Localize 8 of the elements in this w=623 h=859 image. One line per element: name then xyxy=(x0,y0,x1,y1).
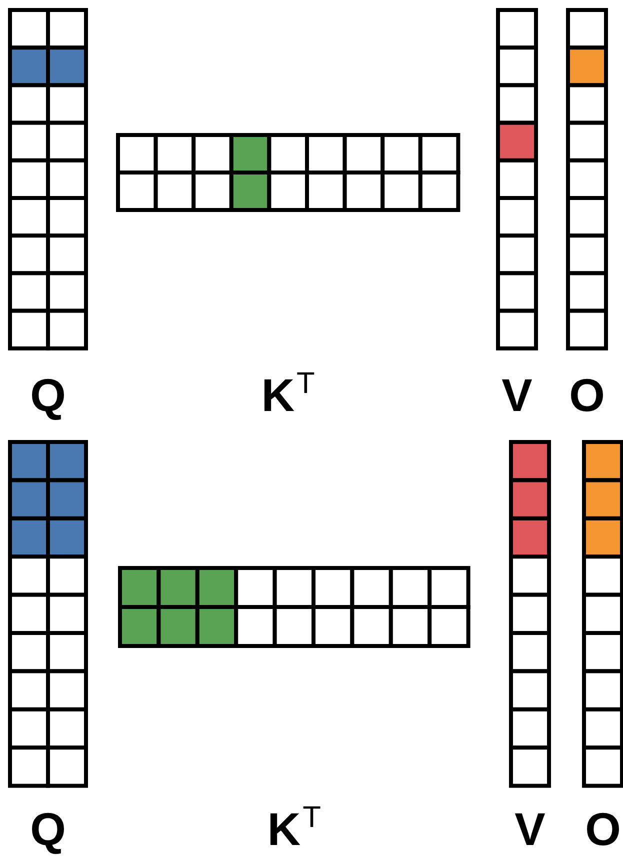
matrix-label: Q xyxy=(30,372,66,418)
matrix-label: O xyxy=(569,372,605,418)
matrix-label: O xyxy=(585,806,621,852)
matrix-label: V xyxy=(502,372,532,418)
matrix-label: K$^{T}$ xyxy=(267,806,321,852)
matrix-label: V xyxy=(514,806,546,852)
matrix-label: K$^{T}$ xyxy=(261,372,315,418)
matrix-label: Q xyxy=(30,806,66,852)
